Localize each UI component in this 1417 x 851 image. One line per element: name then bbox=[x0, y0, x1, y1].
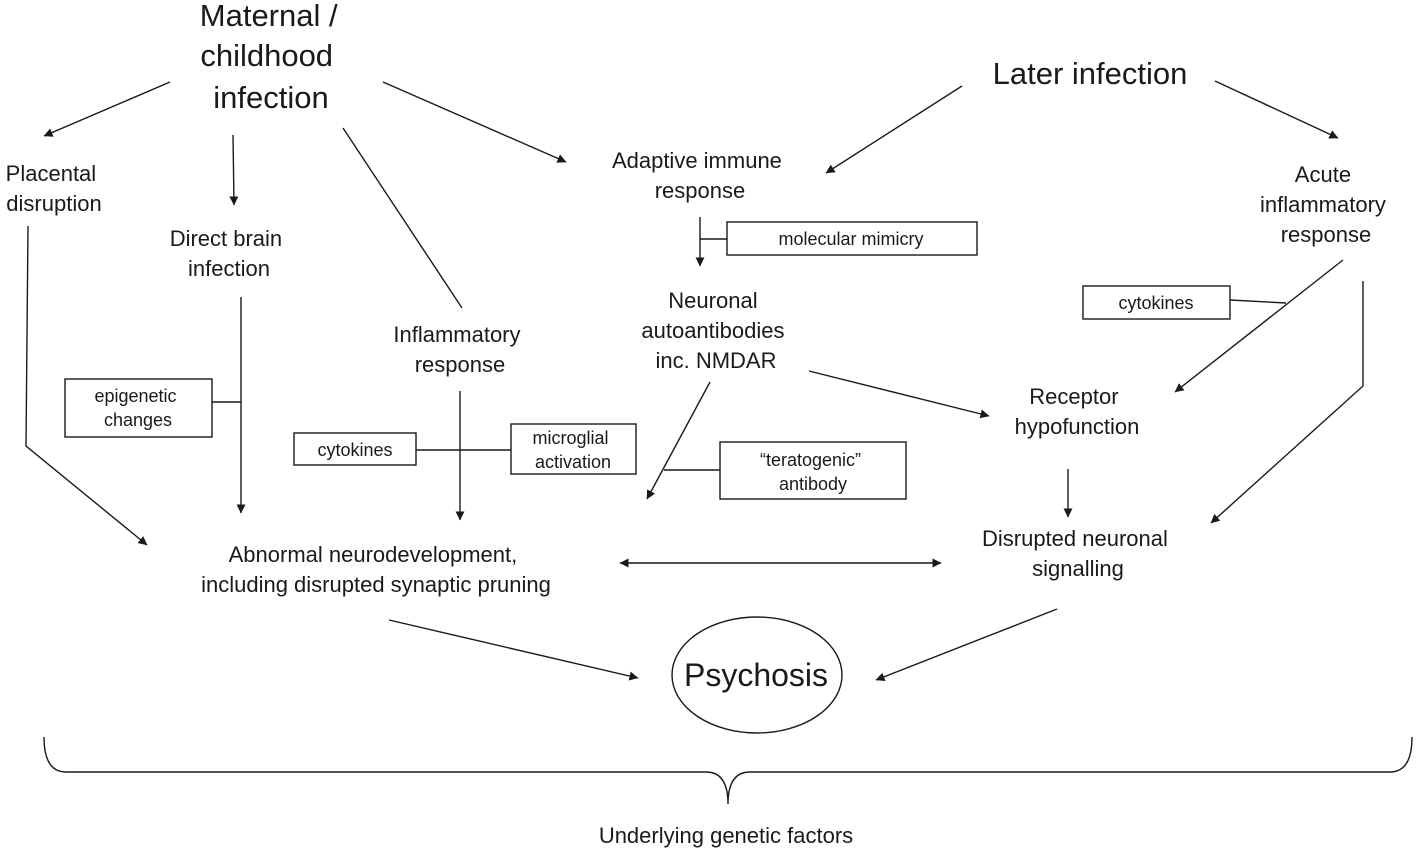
edge-maternal-adaptive bbox=[382, 81, 567, 163]
edge-maternal-placental bbox=[43, 81, 171, 137]
genetic-brace bbox=[43, 736, 1413, 805]
microglial-box bbox=[510, 423, 637, 475]
edge-abnormal-psychosis bbox=[388, 619, 639, 681]
placental-disruption-node: Placental disruption bbox=[6, 161, 103, 216]
psychosis-ellipse bbox=[671, 616, 843, 734]
disrupted-neuronal-signalling-node: Disrupted neuronal signalling bbox=[982, 526, 1174, 581]
edge-later-acute bbox=[1214, 80, 1339, 139]
edge-maternal-direct-brain bbox=[229, 134, 239, 206]
underlying-genetic-factors-label: Underlying genetic factors bbox=[599, 823, 853, 848]
cytokines-left-label: cytokines bbox=[317, 440, 392, 460]
teratogenic-antibody-label: “teratogenic” antibody bbox=[760, 450, 866, 494]
teratogenic-box bbox=[719, 441, 907, 500]
microglial-activation-label: microglial activation bbox=[532, 428, 613, 472]
cytokines-right-box bbox=[1082, 285, 1231, 320]
receptor-hypofunction-node: Receptor hypofunction bbox=[1015, 384, 1140, 439]
direct-brain-infection-node: Direct brain infection bbox=[170, 226, 289, 281]
edge-placental-abnormal bbox=[25, 225, 148, 546]
edge-disrupted-psychosis bbox=[875, 608, 1058, 682]
abnormal-neurodevelopment-node: Abnormal neurodevelopment, including dis… bbox=[201, 542, 551, 597]
maternal-infection-node: Maternal / childhood infection bbox=[200, 0, 346, 115]
later-infection-node: Later infection bbox=[993, 56, 1188, 91]
edge-acute-receptor bbox=[1174, 259, 1344, 393]
epigenetic-changes-label: epigenetic changes bbox=[94, 386, 181, 430]
psychosis-node: Psychosis bbox=[684, 657, 828, 693]
epigenetic-box bbox=[64, 378, 213, 438]
annotation-boxes bbox=[64, 221, 1231, 500]
edge-acute-disrupted bbox=[1210, 281, 1364, 524]
cytokines-left-box bbox=[293, 432, 417, 466]
molecular-mimicry-box bbox=[726, 221, 978, 256]
edge-autoantibodies-receptor bbox=[808, 370, 990, 419]
connector-cytokines-right bbox=[1229, 299, 1287, 304]
inflammatory-response-node: Inflammatory response bbox=[393, 322, 526, 377]
edge-maternal-inflammatory bbox=[342, 127, 463, 309]
cytokines-right-label: cytokines bbox=[1118, 293, 1193, 313]
molecular-mimicry-label: molecular mimicry bbox=[778, 229, 923, 249]
adaptive-immune-response-node: Adaptive immune response bbox=[612, 148, 788, 203]
edge-later-adaptive bbox=[825, 85, 963, 174]
edges bbox=[25, 80, 1364, 682]
edge-autoantibodies-abnormal bbox=[646, 381, 711, 500]
acute-inflammatory-response-node: Acute inflammatory response bbox=[1260, 162, 1392, 247]
neuronal-autoantibodies-node: Neuronal autoantibodies inc. NMDAR bbox=[641, 288, 790, 373]
